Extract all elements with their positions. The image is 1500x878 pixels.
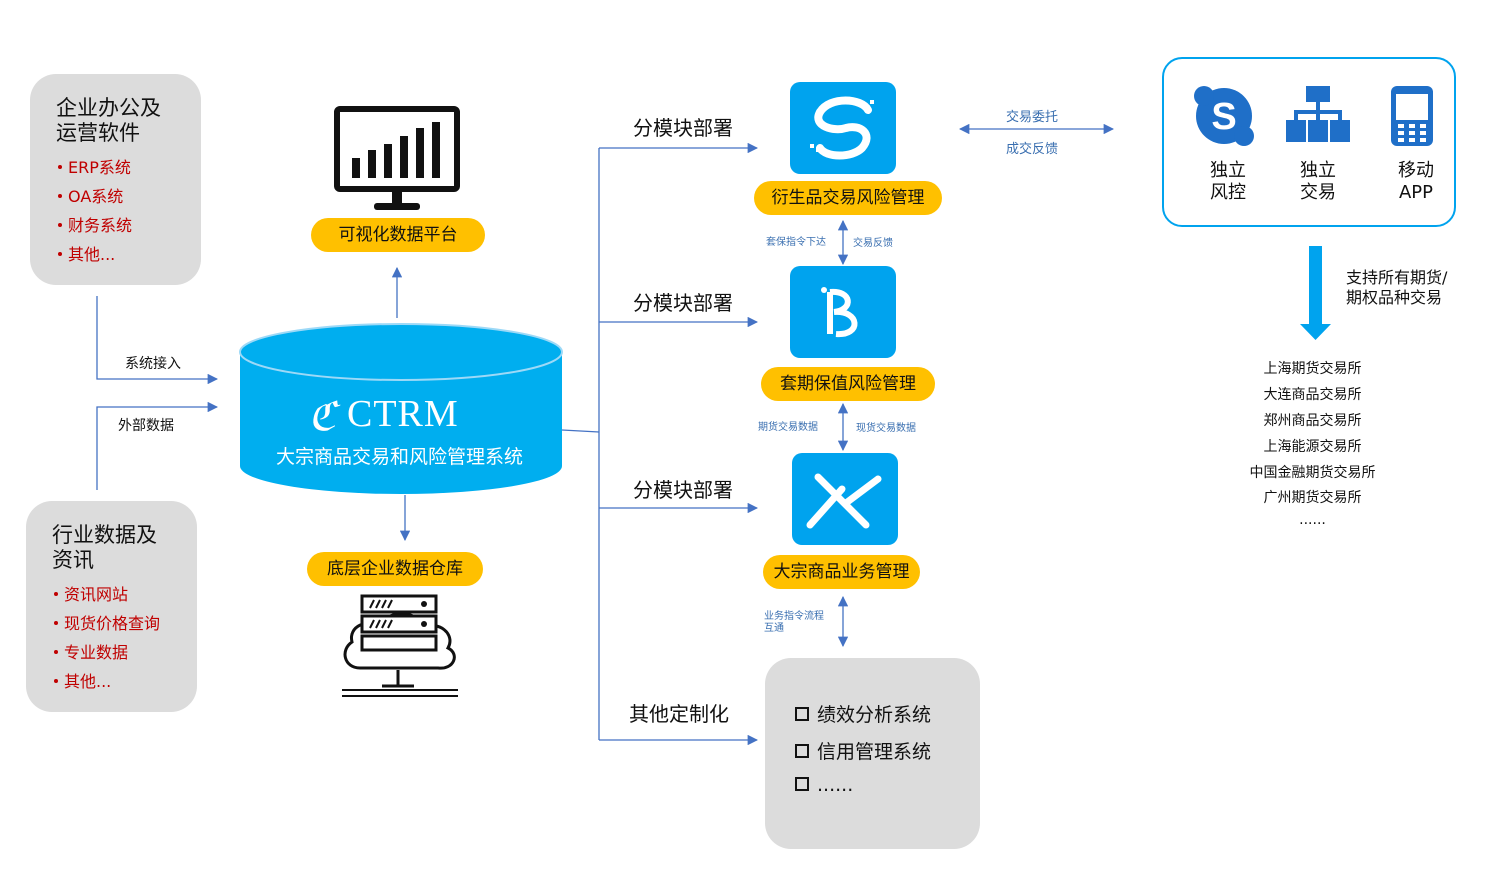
industry-item-spot-price: 现货价格查询 — [54, 610, 160, 634]
exchange-gfex: 广州期货交易所 — [1263, 490, 1362, 506]
exchange-dce: 大连商品交易所 — [1263, 387, 1362, 403]
commodity-module-pill: 大宗商品业务管理 — [763, 555, 920, 589]
exchange-czce: 郑州商品交易所 — [1263, 413, 1362, 429]
exchange-ine: 上海能源交易所 — [1263, 439, 1362, 455]
industry-data-title: 行业数据及资讯 — [52, 523, 157, 572]
svg-text:ℭ: ℭ — [308, 394, 341, 439]
derivatives-logo-icon — [810, 96, 874, 160]
system-access-label: 系统接入 — [125, 356, 181, 372]
link-spot-data-label: 现货交易数据 — [856, 423, 916, 434]
industry-item-news: 资讯网站 — [54, 581, 128, 605]
skype-icon: S — [1194, 86, 1254, 146]
office-software-box — [30, 74, 201, 285]
derivatives-module-tile — [790, 82, 896, 174]
trade-result-label: 成交反馈 — [1006, 142, 1059, 157]
exchange-more: ...... — [1299, 512, 1326, 528]
industry-item-other: 其他... — [54, 668, 111, 692]
deploy-label-1: 分模块部署 — [633, 116, 733, 140]
ctrm-subtitle: 大宗商品交易和风险管理系统 — [276, 446, 524, 468]
trade-order-label: 交易委托 — [1006, 110, 1059, 125]
link-business-flow-label: 业务指令流程互通 — [764, 611, 824, 634]
server-cloud-icon — [342, 594, 458, 697]
external-data-label: 外部数据 — [118, 418, 174, 434]
commodity-module-tile — [792, 453, 898, 545]
support-all-text: 支持所有期货/期权品种交易 — [1346, 268, 1448, 307]
derivatives-module-pill: 衍生品交易风险管理 — [754, 181, 942, 215]
deploy-label-3: 分模块部署 — [633, 478, 733, 502]
hedging-logo-icon — [821, 287, 858, 338]
link-trade-feedback-label: 交易反馈 — [853, 238, 893, 249]
hedging-module-pill: 套期保值风险管理 — [761, 367, 935, 401]
industry-data-box — [26, 501, 197, 712]
app-label-trade: 独立交易 — [1300, 160, 1336, 203]
custom-systems-box — [765, 658, 980, 849]
app-label-risk: 独立风控 — [1210, 160, 1246, 203]
exchange-cffex: 中国金融期货交易所 — [1249, 465, 1376, 481]
custom-item-credit: 信用管理系统 — [795, 737, 931, 764]
deploy-label-2: 分模块部署 — [633, 291, 733, 315]
svg-text:S: S — [1211, 96, 1236, 138]
office-software-title: 企业办公及运营软件 — [56, 96, 161, 145]
custom-label: 其他定制化 — [629, 702, 729, 726]
office-item-erp: ERP系统 — [58, 154, 131, 178]
office-item-oa: OA系统 — [58, 183, 123, 207]
office-item-finance: 财务系统 — [58, 212, 132, 236]
monitor-chart-icon — [334, 106, 460, 210]
phone-icon — [1391, 86, 1433, 146]
custom-item-more: ...... — [795, 774, 853, 796]
ctrm-database-cylinder: ℭ — [239, 323, 563, 494]
link-hedge-order-label: 套保指令下达 — [766, 237, 826, 248]
commodity-logo-icon — [806, 473, 882, 529]
exchange-shfe: 上海期货交易所 — [1263, 361, 1362, 377]
visual-platform-pill: 可视化数据平台 — [311, 218, 485, 252]
link-futures-data-label: 期货交易数据 — [758, 422, 818, 433]
network-icon — [1286, 86, 1350, 142]
hedging-module-tile — [790, 266, 896, 358]
custom-item-performance: 绩效分析系统 — [795, 700, 931, 727]
industry-item-pro-data: 专业数据 — [54, 639, 128, 663]
ctrm-logo-text: CTRM — [347, 393, 459, 435]
data-warehouse-pill: 底层企业数据仓库 — [307, 552, 483, 586]
office-item-other: 其他... — [58, 241, 115, 265]
